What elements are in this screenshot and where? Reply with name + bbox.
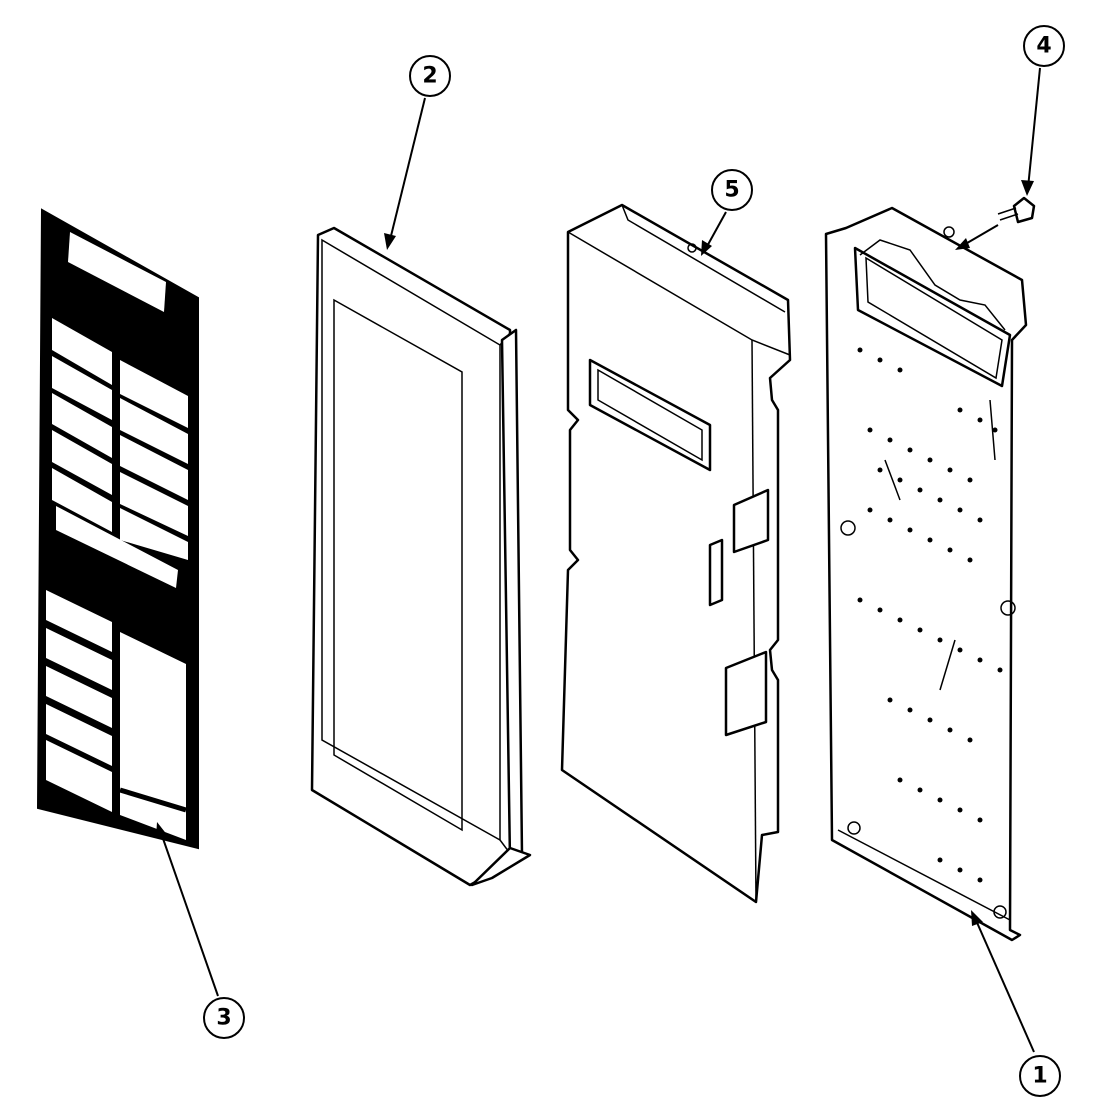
callout-5-label: 5 [724,178,739,203]
part-5-housing [560,203,792,904]
callout-2: 2 [409,55,451,97]
leader-lines [156,67,1041,1053]
callout-5: 5 [711,169,753,211]
callout-4-label: 4 [1036,34,1051,59]
part-4-screw [997,196,1036,224]
part-2-front-frame [310,226,532,887]
part-1-circuit-board [824,206,1028,942]
callout-4: 4 [1023,25,1065,67]
callout-3-label: 3 [216,1006,231,1031]
part-3-overlay-panel [36,208,199,850]
callout-2-label: 2 [422,64,437,89]
callout-3: 3 [203,997,245,1039]
callout-1-label: 1 [1032,1064,1047,1089]
callout-1: 1 [1019,1055,1061,1097]
